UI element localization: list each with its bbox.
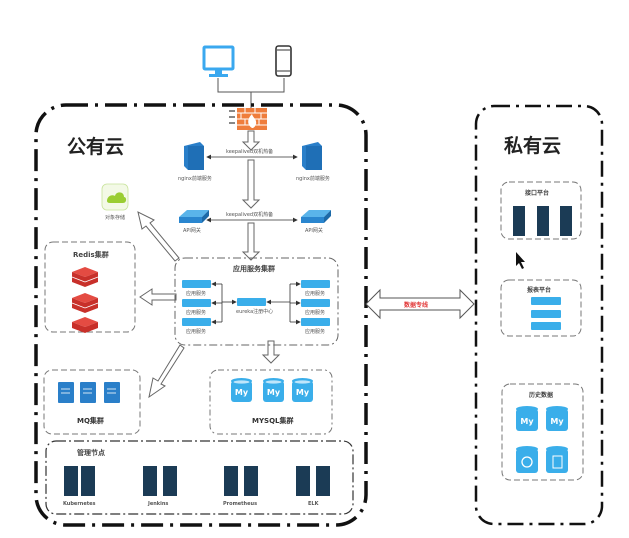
svg-text:My: My bbox=[267, 388, 281, 397]
interface-platform-title: 接口平台 bbox=[525, 190, 550, 197]
report-platform-box bbox=[500, 279, 582, 337]
app-cluster-title: 应用服务集群 bbox=[233, 265, 275, 273]
interface-platform-box bbox=[500, 181, 582, 240]
management-item-label: ELK bbox=[308, 501, 319, 507]
nginx-keepalived-label: keepalived双机热备 bbox=[226, 149, 274, 155]
svg-text:My: My bbox=[235, 388, 249, 397]
eureka-label: eureka注册中心 bbox=[236, 309, 274, 315]
object-storage-icon bbox=[101, 183, 129, 211]
app-node-label: 应用服务 bbox=[186, 329, 207, 335]
svg-text:My: My bbox=[296, 388, 310, 397]
private-cloud-boundary bbox=[474, 104, 604, 526]
object-storage-label: 对象存储 bbox=[105, 215, 126, 221]
interface-platform-server-icons bbox=[513, 206, 572, 236]
app-server-nodes bbox=[182, 280, 330, 326]
nginx-server-left-icon bbox=[184, 142, 204, 170]
flow-arrow-app-to-mysql bbox=[261, 340, 281, 364]
api-gateway-right-icon bbox=[301, 210, 331, 223]
api-keepalived-label: keepalived双机热备 bbox=[226, 212, 274, 218]
management-box bbox=[45, 440, 354, 515]
mq-node-icons bbox=[58, 382, 120, 403]
api-left-label: API网关 bbox=[183, 228, 201, 234]
app-cluster-box bbox=[174, 257, 339, 346]
client-connector bbox=[217, 78, 285, 110]
report-platform-title: 报表平台 bbox=[527, 287, 552, 294]
app-node-label: 应用服务 bbox=[305, 310, 326, 316]
flow-arrow-app-to-mq bbox=[148, 344, 185, 399]
mobile-phone-icon bbox=[275, 45, 292, 77]
api-gateway-left-icon bbox=[179, 210, 209, 223]
management-item-label: Kubernetes bbox=[63, 501, 96, 507]
svg-text:My: My bbox=[520, 417, 534, 426]
mq-cluster-box bbox=[43, 369, 141, 435]
mysql-cluster-title: MYSQL集群 bbox=[252, 417, 294, 425]
history-data-title: 历史数据 bbox=[529, 392, 554, 399]
mysql-cluster-box bbox=[209, 369, 333, 435]
nginx-left-label: nginx前端服务 bbox=[178, 176, 212, 182]
management-title: 管理节点 bbox=[77, 449, 105, 457]
nginx-right-label: nginx前端服务 bbox=[296, 176, 330, 182]
redis-cluster-title: Redis集群 bbox=[73, 251, 109, 259]
app-node-label: 应用服务 bbox=[186, 310, 207, 316]
app-cluster-connectors bbox=[211, 281, 301, 325]
flow-arrow-nginx-to-api bbox=[241, 159, 261, 209]
desktop-icon bbox=[202, 45, 235, 77]
public-cloud-boundary bbox=[34, 103, 368, 527]
data-link-arrow bbox=[365, 288, 475, 320]
mouse-cursor-icon bbox=[516, 252, 525, 269]
flow-arrow-app-to-redis bbox=[139, 288, 177, 306]
app-node-label: 应用服务 bbox=[186, 291, 207, 297]
history-data-db-icons: My My bbox=[516, 406, 568, 473]
app-node-label: 应用服务 bbox=[305, 291, 326, 297]
app-node-label: 应用服务 bbox=[305, 329, 326, 335]
private-cloud-title: 私有云 bbox=[504, 135, 562, 157]
svg-text:My: My bbox=[550, 417, 564, 426]
management-server-icons bbox=[64, 466, 330, 496]
api-right-label: API网关 bbox=[305, 228, 323, 234]
management-item-label: Jenkins bbox=[148, 501, 169, 507]
report-platform-server-icons bbox=[531, 297, 561, 330]
management-item-label: Prometheus bbox=[223, 501, 258, 507]
firewall-icon bbox=[229, 108, 267, 130]
mq-cluster-title: MQ集群 bbox=[77, 417, 104, 425]
history-data-box bbox=[501, 383, 584, 481]
redis-node-icons bbox=[71, 267, 99, 333]
flow-arrow-app-to-object-storage bbox=[137, 211, 180, 262]
flow-arrow-firewall-to-nginx bbox=[241, 130, 261, 151]
data-link-label: 数据专线 bbox=[404, 302, 429, 309]
mysql-db-icons: My My My bbox=[231, 378, 313, 402]
redis-cluster-box bbox=[44, 241, 136, 333]
flow-arrow-api-to-app bbox=[241, 222, 261, 261]
nginx-server-right-icon bbox=[302, 142, 322, 170]
public-cloud-title: 公有云 bbox=[67, 136, 125, 158]
